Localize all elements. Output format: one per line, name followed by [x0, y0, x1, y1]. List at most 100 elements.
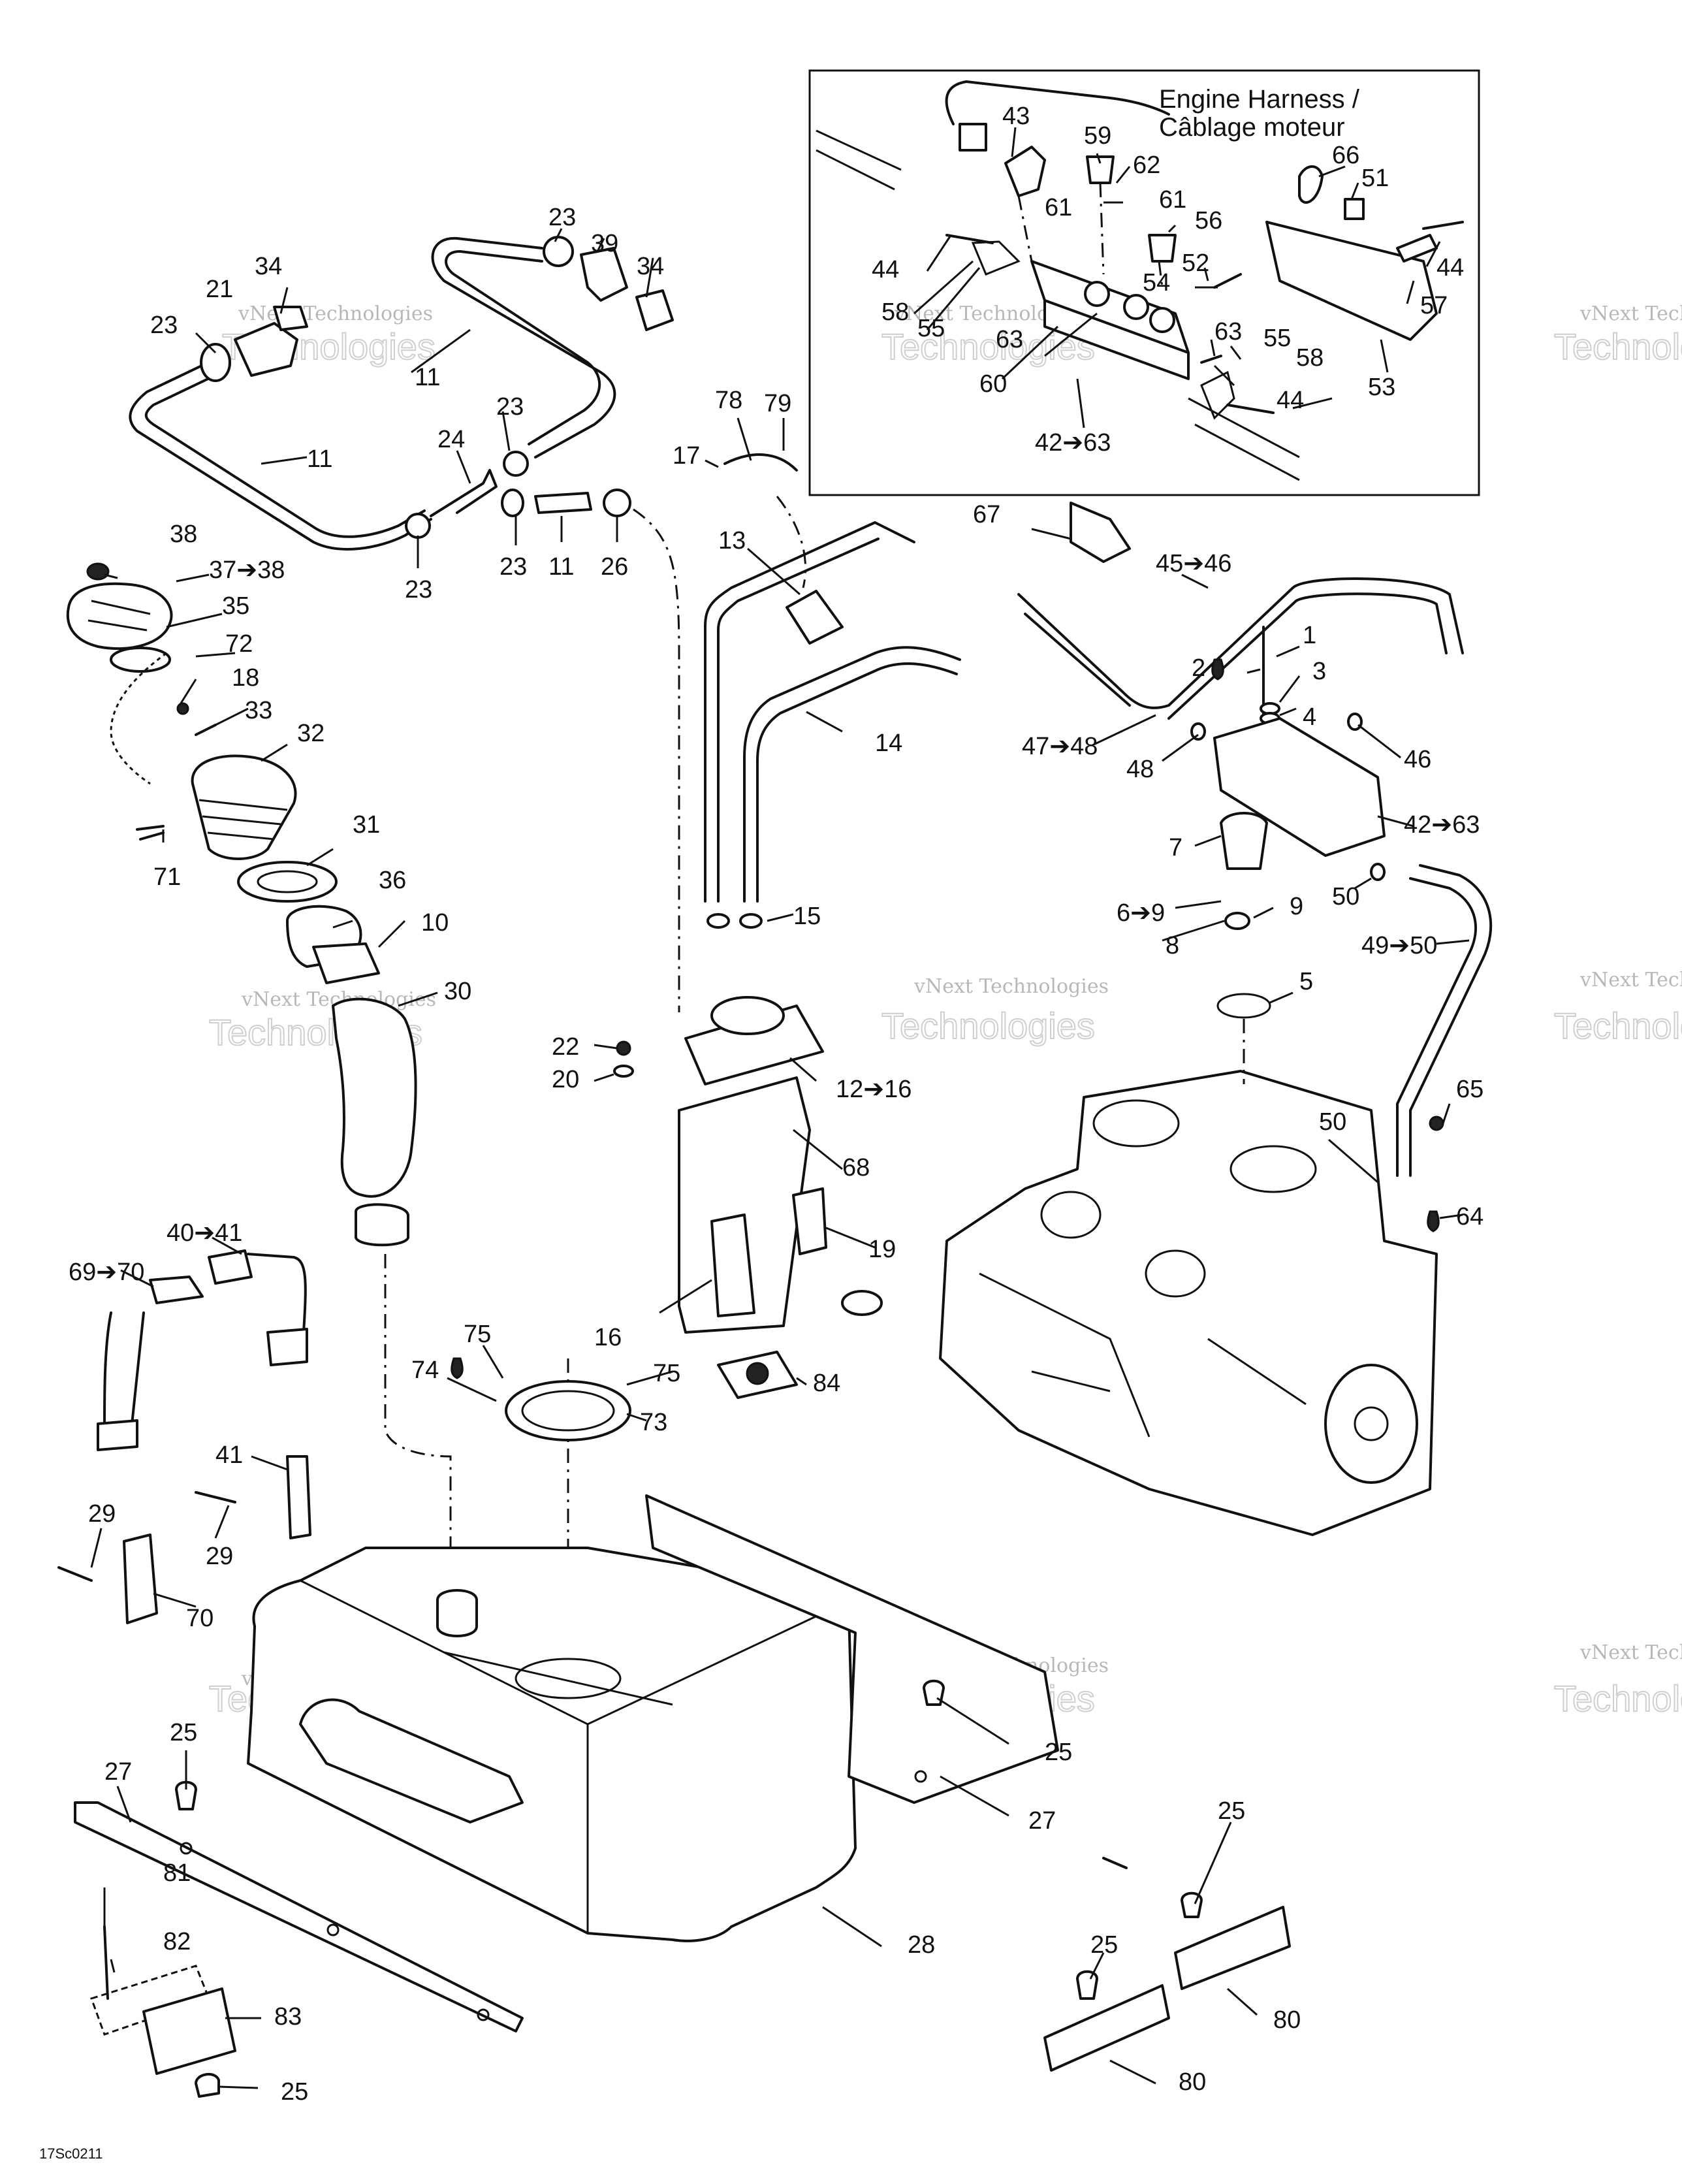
hose-11-lower-inner	[144, 368, 426, 538]
callout-34: 34	[255, 253, 282, 280]
clamp-23-top	[543, 236, 574, 267]
line-14	[743, 646, 961, 903]
harness-wire	[945, 80, 1170, 125]
injector-port	[1149, 307, 1175, 333]
washer-20	[613, 1065, 634, 1078]
oring-15b	[739, 913, 763, 929]
watermark-word: Technologies	[1554, 1005, 1682, 1046]
callout-40-41: 40➔41	[167, 1219, 242, 1247]
chain-72	[110, 652, 167, 785]
pump-top-cylinder	[710, 996, 785, 1035]
callout-31: 31	[353, 811, 380, 839]
filter-13	[785, 590, 844, 645]
callout-53: 53	[1368, 374, 1395, 401]
callout-37-38: 37➔38	[209, 556, 285, 584]
connector-39	[580, 247, 628, 302]
hose-assembly-left	[129, 236, 680, 1012]
watermark-text: vNext Technologies	[913, 975, 1109, 998]
strap-40-tab	[266, 1328, 308, 1366]
cylinder-head-2	[1230, 1145, 1317, 1193]
harness-label-line2: Câblage moteur	[1159, 113, 1345, 142]
callout-75: 75	[653, 1360, 680, 1387]
line-49	[1396, 877, 1477, 1177]
fuel-pump-assembly	[451, 453, 961, 1607]
drop-64-icon	[1427, 1210, 1440, 1232]
leader-lines	[90, 127, 1470, 2089]
gasket-35	[110, 647, 171, 673]
tank-recess	[299, 1698, 524, 1823]
callout-44: 44	[1277, 387, 1304, 414]
callout-25: 25	[170, 1719, 197, 1746]
callout-45-46: 45➔46	[1156, 550, 1231, 577]
heat-shield	[645, 1494, 1059, 1804]
callout-80: 80	[1273, 2006, 1301, 2034]
strap-69	[149, 1276, 204, 1304]
bracket-58-right	[1200, 370, 1235, 420]
callout-62: 62	[1133, 152, 1160, 179]
line-13-inner	[717, 538, 880, 903]
rail-hole	[914, 1770, 927, 1783]
sensor-59	[1086, 155, 1115, 184]
callout-71: 71	[153, 863, 181, 891]
callout-20: 20	[552, 1066, 579, 1093]
part-34-right	[635, 289, 674, 331]
strap-40	[208, 1249, 253, 1285]
callout-83: 83	[274, 2003, 302, 2031]
part-34-left	[273, 306, 308, 331]
callout-23: 23	[405, 576, 432, 603]
callout-74: 74	[411, 1357, 439, 1384]
rivet-25	[195, 2073, 220, 2098]
hose-11-upper	[431, 236, 616, 458]
plate-80-a	[1043, 1984, 1170, 2072]
callout-9: 9	[1290, 893, 1303, 920]
callout-50: 50	[1332, 883, 1359, 910]
harness-label-line1: Engine Harness /	[1159, 85, 1360, 114]
callout-66: 66	[1332, 142, 1359, 169]
flywheel-hub	[1354, 1406, 1389, 1441]
bracket-53	[1265, 221, 1438, 341]
callout-70: 70	[186, 1605, 214, 1632]
callout-7: 7	[1169, 834, 1182, 861]
tank-neck	[436, 1589, 478, 1637]
ring-31-inner	[257, 870, 318, 893]
callout-30: 30	[444, 978, 471, 1005]
callout-21: 21	[206, 276, 233, 303]
watermark-text: vNext Technologies	[1579, 1641, 1682, 1664]
line-14-inner	[756, 662, 958, 903]
callout-69-70: 69➔70	[69, 1259, 144, 1286]
callout-55: 55	[917, 315, 945, 342]
callout-10: 10	[421, 909, 449, 937]
cylinder-head-1	[1092, 1099, 1180, 1148]
callout-25: 25	[1090, 1931, 1118, 1959]
callout-23: 23	[150, 312, 178, 339]
callout-12-16: 12➔16	[836, 1076, 912, 1103]
ring-31	[237, 861, 338, 903]
callout-23: 23	[548, 204, 576, 231]
clamp-bottom	[355, 1203, 409, 1247]
filler-neck-32	[191, 754, 297, 860]
dash-to-pump	[633, 508, 680, 1012]
callout-80: 80	[1179, 2068, 1206, 2096]
labels: Engine Harness / Câblage moteur 17Sc0211…	[39, 85, 1484, 2162]
callout-58: 58	[881, 298, 909, 326]
callout-48: 48	[1126, 756, 1154, 783]
callout-50: 50	[1319, 1108, 1346, 1136]
callout-79: 79	[764, 390, 791, 417]
callout-11: 11	[548, 553, 574, 581]
callout-3: 3	[1312, 658, 1326, 685]
callout-8: 8	[1166, 932, 1179, 959]
callout-47-48: 47➔48	[1022, 733, 1098, 760]
rivet-29-a	[195, 1491, 236, 1503]
dash-17-13	[776, 496, 807, 588]
callout-36: 36	[379, 867, 406, 894]
callout-2: 2	[1192, 654, 1205, 682]
nut-22	[616, 1040, 631, 1056]
callout-52: 52	[1182, 249, 1209, 277]
callout-55: 55	[1263, 325, 1291, 352]
inset-leader-dashes	[1017, 182, 1164, 288]
callout-25: 25	[1218, 1797, 1245, 1825]
line-49-inner	[1409, 864, 1493, 1177]
oring-5	[1216, 993, 1271, 1019]
callout-46: 46	[1404, 746, 1431, 773]
